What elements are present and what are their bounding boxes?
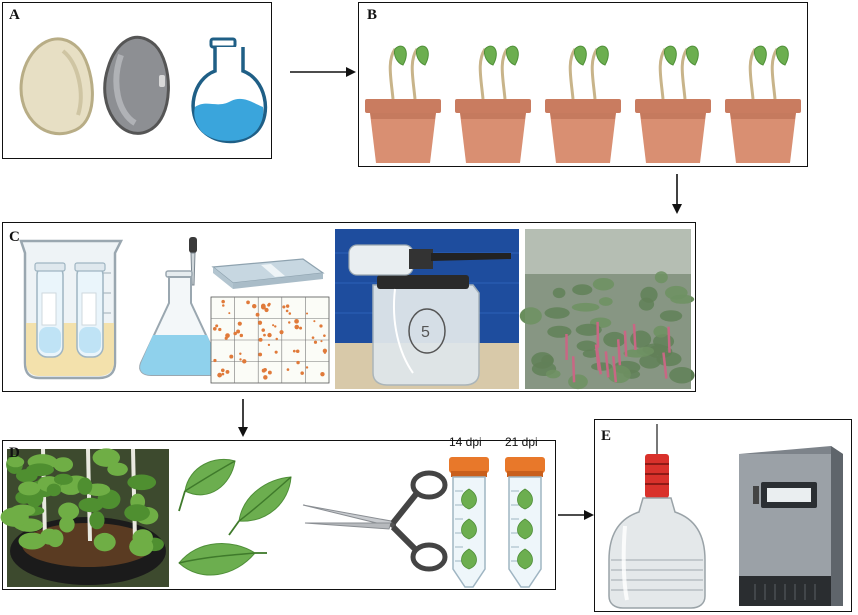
centrifuge-tube-icon: [34, 262, 66, 358]
sample-tube-icon: [505, 457, 545, 588]
panel-a: A: [2, 2, 272, 159]
sample-tube-icon: [449, 457, 489, 588]
panel-label-a: A: [9, 7, 20, 23]
seedling-pots-illustration: [365, 45, 801, 163]
misted-plants-photo: [519, 229, 695, 390]
inoculum-prep-illustration: 5: [19, 229, 695, 390]
seedling-pot-icon: [635, 45, 711, 163]
sprayer-photo: 5: [335, 229, 519, 389]
svg-text:5: 5: [421, 324, 430, 341]
leaf-icon: [178, 458, 236, 512]
tube-label-14dpi: 14 dpi: [449, 435, 482, 449]
arrow-c-to-d: [238, 399, 248, 437]
centrifuge-tube-icon: [74, 262, 106, 358]
panel-d: D: [0, 435, 556, 590]
leaf-icon: [228, 476, 292, 536]
panel-e: E: [594, 419, 852, 612]
seedling-pot-icon: [365, 45, 441, 163]
beaker-icon: [19, 239, 124, 380]
sampling-illustration: [0, 448, 545, 588]
panel-c: C: [2, 222, 696, 392]
liquid-nitrogen-dewar-icon: [608, 424, 706, 609]
arrow-b-to-c: [672, 174, 682, 214]
arrow-a-to-b: [290, 67, 356, 77]
ultra-low-freezer-icon: [739, 446, 843, 606]
scissors-icon: [302, 470, 448, 572]
panel-label-b: B: [367, 7, 378, 23]
greenhouse-plants-photo: [0, 448, 169, 587]
seedling-pot-icon: [455, 45, 531, 163]
round-flask-icon: [191, 37, 268, 144]
arrow-d-to-e: [558, 510, 594, 520]
leaf-icon: [178, 543, 267, 576]
erlenmeyer-flask-icon: [139, 237, 221, 376]
light-bean-icon: [19, 37, 94, 136]
panel-b: B: [358, 2, 808, 167]
seedling-pot-icon: [725, 45, 801, 163]
cell-count-grid-icon: [210, 296, 330, 384]
storage-illustration: [608, 424, 843, 609]
seeds-and-flask-illustration: [19, 35, 268, 144]
seedling-pot-icon: [545, 45, 621, 163]
dark-bean-icon: [103, 35, 170, 135]
tube-label-21dpi: 21 dpi: [505, 435, 538, 449]
panel-label-d: D: [9, 445, 20, 461]
hemocytometer-slide-icon: [211, 258, 325, 289]
panel-label-c: C: [9, 229, 20, 245]
panel-label-e: E: [601, 428, 612, 444]
